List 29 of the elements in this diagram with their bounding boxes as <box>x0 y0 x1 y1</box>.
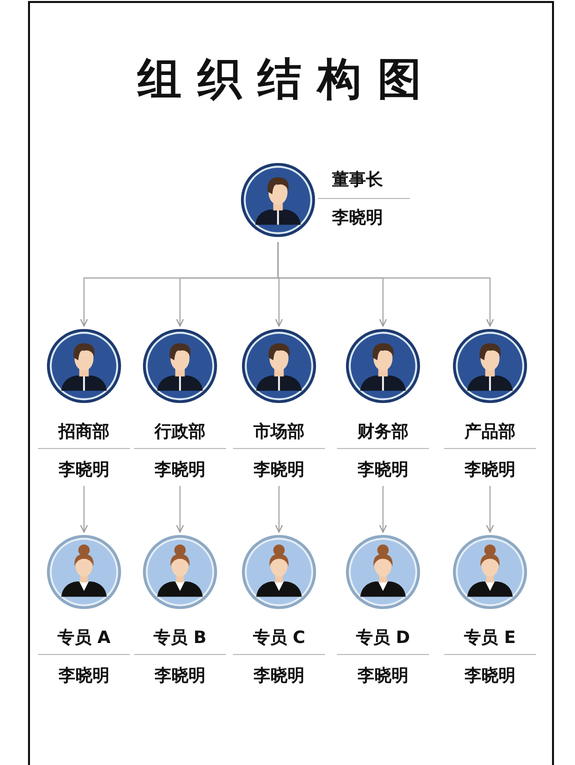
connector-arrow <box>379 486 387 533</box>
job-title: 专员 A <box>56 627 112 649</box>
person-name: 李晓明 <box>153 459 206 481</box>
job-title: 专员 E <box>463 627 517 649</box>
person-name: 李晓明 <box>332 207 383 229</box>
connector-arrow <box>277 242 494 327</box>
person-name: 李晓明 <box>463 459 516 481</box>
connector-arrow <box>275 486 283 533</box>
job-title: 专员 C <box>252 627 306 649</box>
title: 组织结构图 <box>136 53 438 107</box>
person-name: 李晓明 <box>356 665 410 687</box>
person-name: 李晓明 <box>57 459 110 481</box>
person-name: 李晓明 <box>356 459 410 481</box>
job-title: 专员 B <box>152 627 208 649</box>
person-name: 李晓明 <box>463 665 516 687</box>
job-title: 市场部 <box>252 421 306 443</box>
job-title: 董事长 <box>332 169 383 191</box>
person-name: 李晓明 <box>252 459 306 481</box>
job-title: 专员 D <box>354 627 412 649</box>
job-title: 财务部 <box>356 421 410 443</box>
job-title: 产品部 <box>463 421 516 443</box>
person-name: 李晓明 <box>252 665 306 687</box>
job-title: 招商部 <box>57 421 110 443</box>
person-name: 李晓明 <box>153 665 206 687</box>
person-name: 李晓明 <box>57 665 110 687</box>
connector-arrow <box>486 486 494 533</box>
connector-arrow <box>176 486 184 533</box>
job-title: 行政部 <box>153 421 206 443</box>
connector-arrow <box>80 486 88 533</box>
